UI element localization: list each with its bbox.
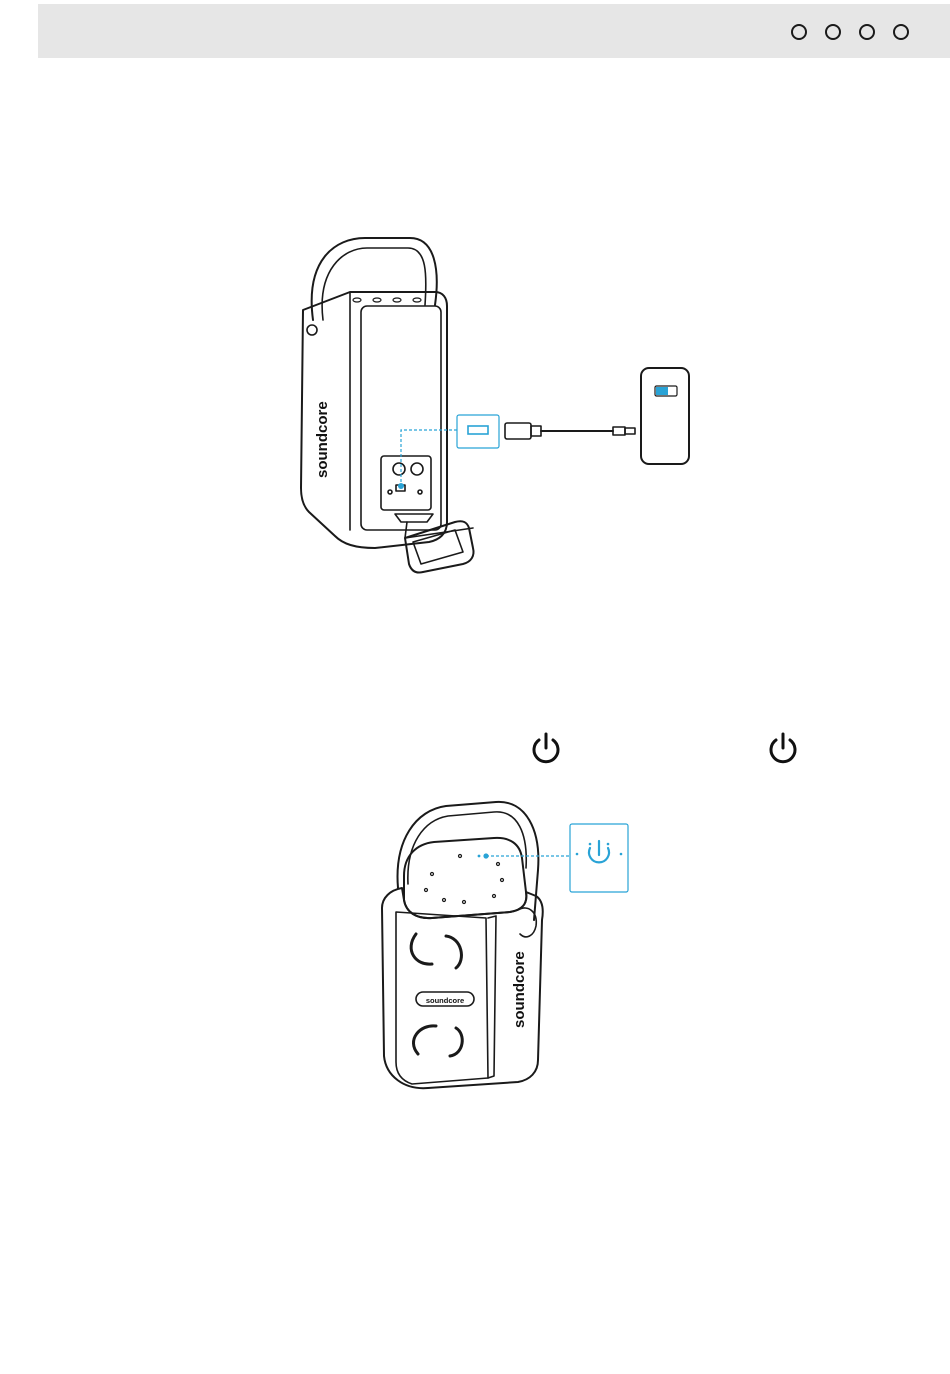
language-indicator-1 bbox=[791, 24, 807, 40]
speaker-handle bbox=[398, 802, 539, 920]
speaker-brand-label-side: soundcore bbox=[511, 951, 528, 1028]
power-on-illustration: soundcore soundcore bbox=[376, 800, 636, 1090]
power-icon bbox=[765, 730, 801, 770]
speaker-brand-label-back: soundcore bbox=[314, 401, 331, 478]
header-bar bbox=[38, 4, 950, 58]
usb-port-callout-icon bbox=[457, 415, 499, 448]
speaker-brand-label-front: soundcore bbox=[426, 996, 464, 1005]
language-indicators bbox=[791, 24, 909, 40]
language-indicator-3 bbox=[859, 24, 875, 40]
charging-illustration: soundcore bbox=[295, 230, 705, 580]
power-button-callout-icon bbox=[570, 824, 628, 892]
phone bbox=[641, 368, 689, 464]
language-indicator-4 bbox=[893, 24, 909, 40]
language-indicator-2 bbox=[825, 24, 841, 40]
speaker-handle bbox=[312, 238, 437, 320]
power-icon bbox=[528, 730, 564, 770]
